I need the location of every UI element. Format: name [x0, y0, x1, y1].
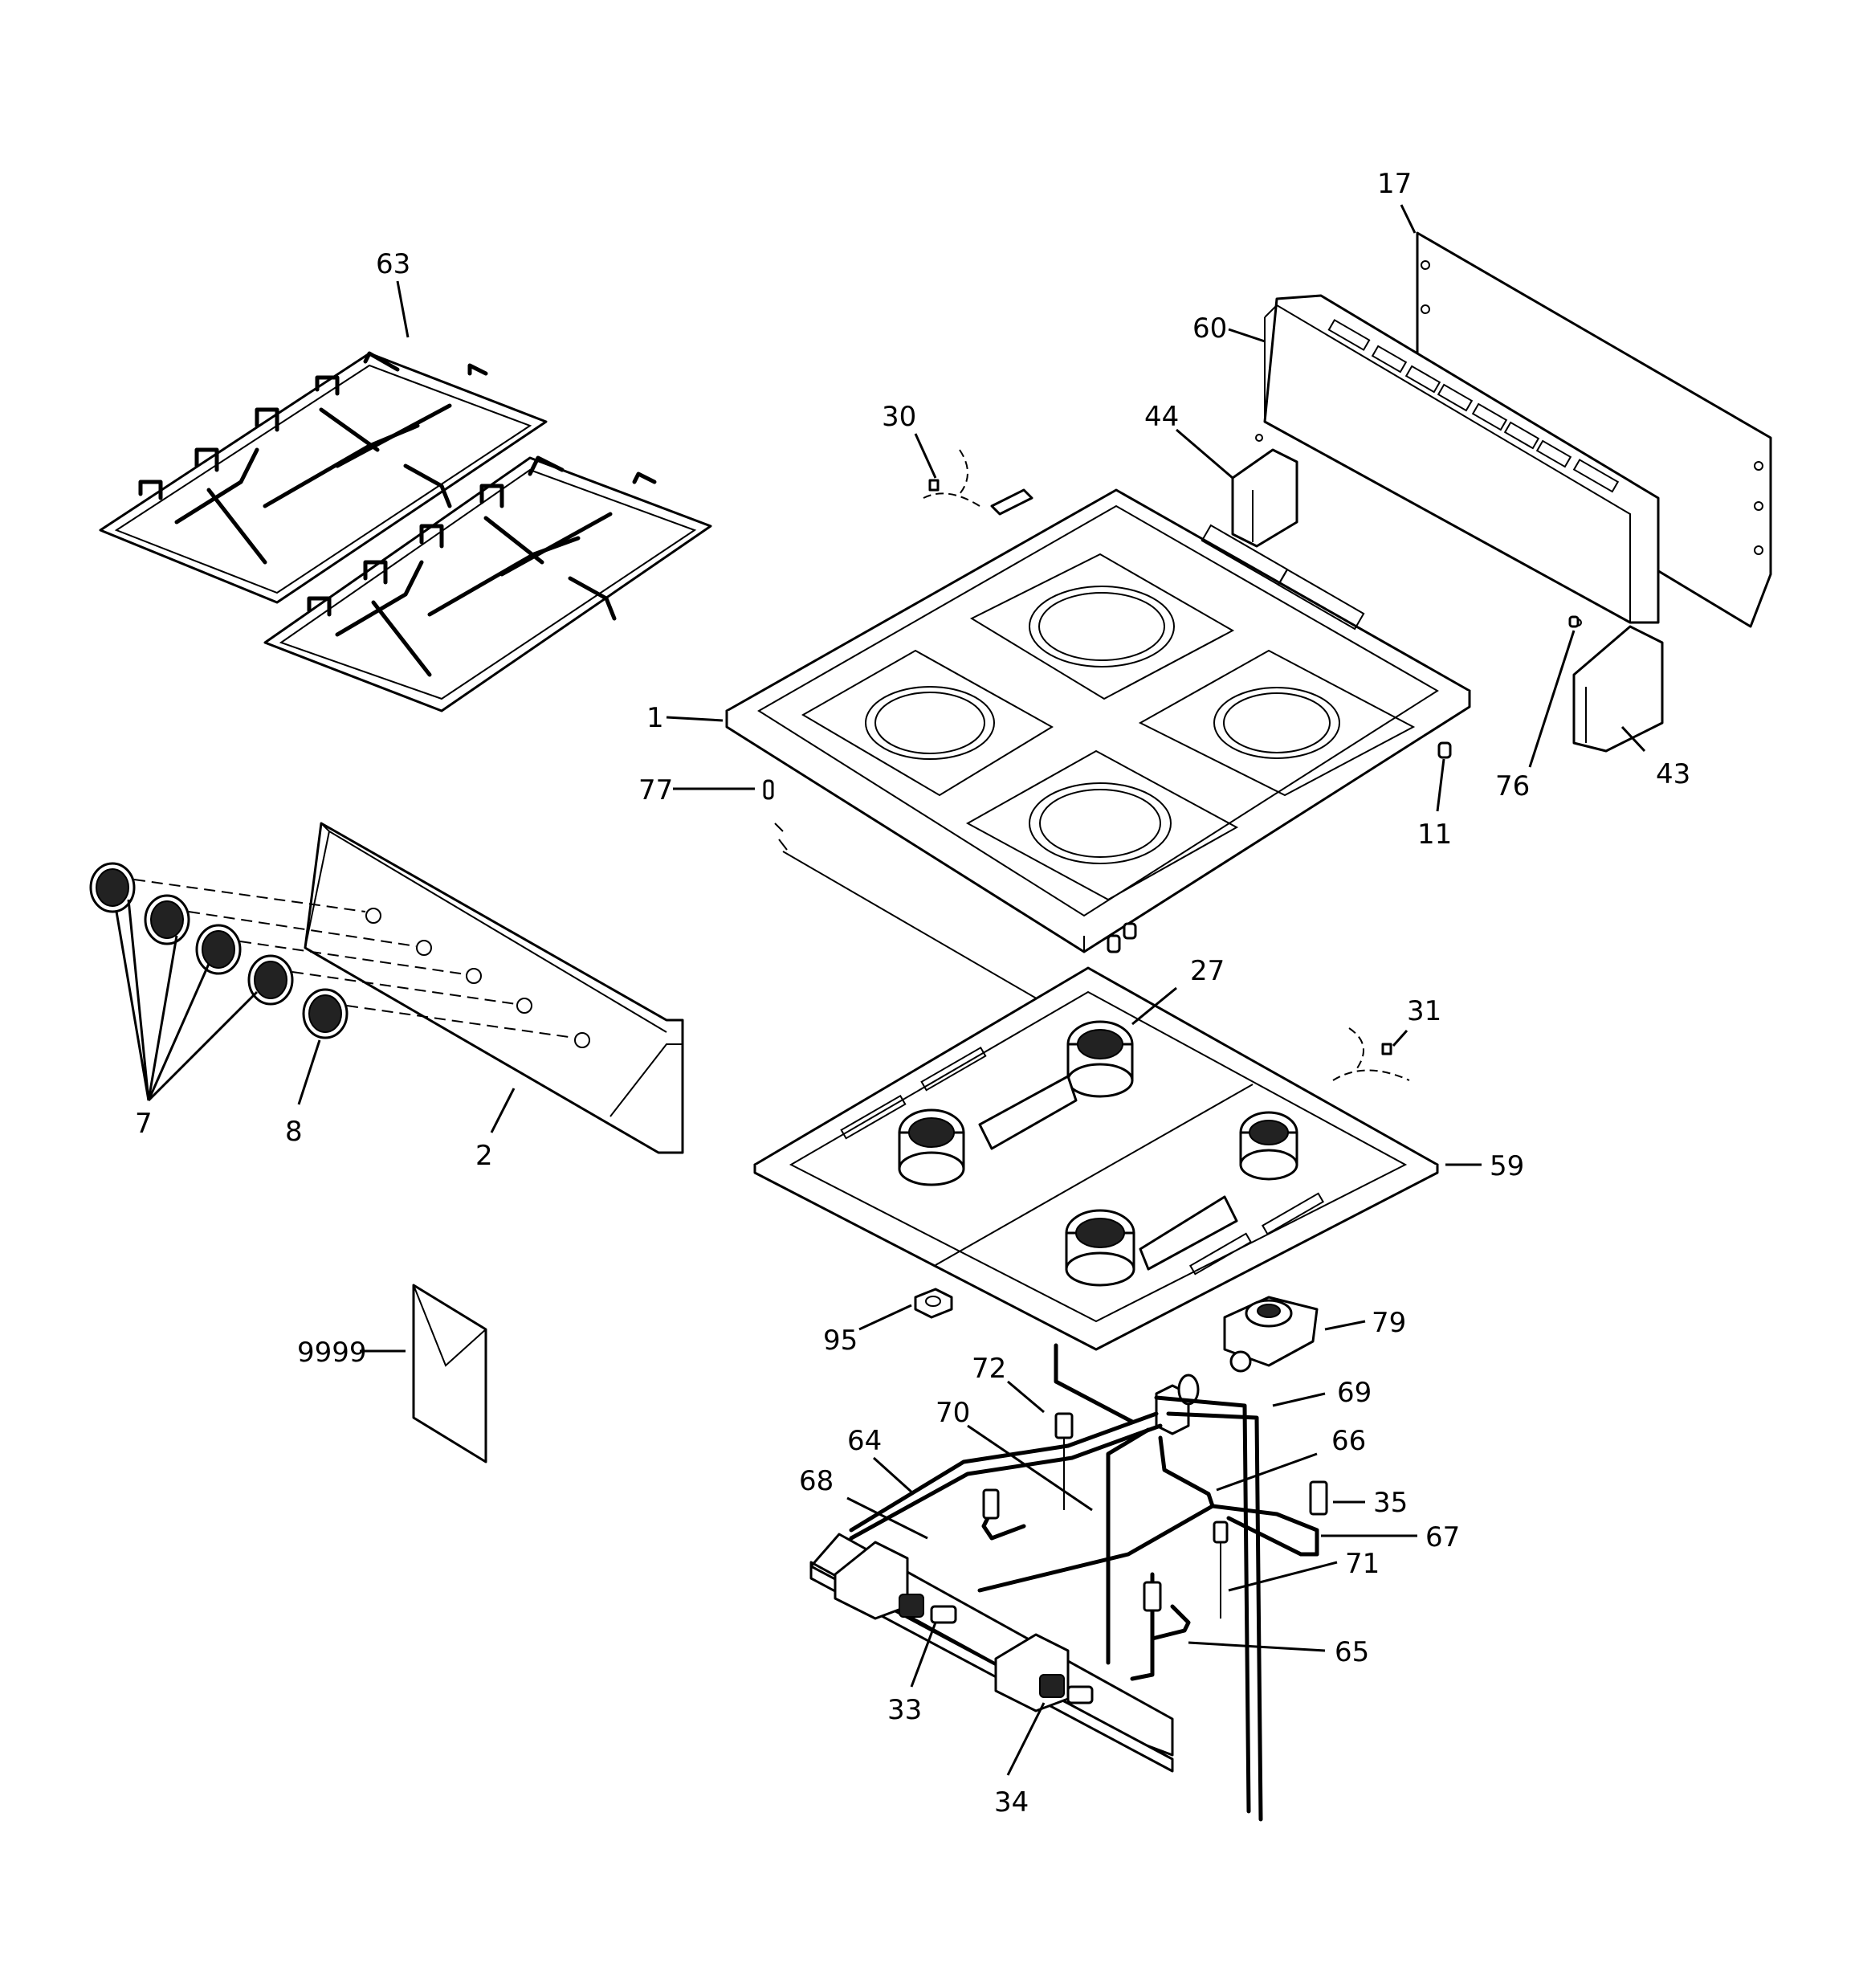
- part-43-end-bracket: [1572, 618, 1664, 753]
- part-77-screw: [763, 779, 1061, 1013]
- callout-43: 43: [1656, 758, 1690, 790]
- knob: [89, 862, 136, 913]
- callout-17: 17: [1377, 168, 1412, 200]
- callout-27: 27: [1190, 955, 1225, 987]
- part-95-nut: [914, 1288, 953, 1319]
- gas-manifold-tubing: [809, 1343, 1328, 1822]
- part-63-grates: [99, 351, 712, 712]
- part-11-screw: [1107, 741, 1452, 953]
- callout-64: 64: [847, 1425, 882, 1457]
- callout-76: 76: [1495, 770, 1530, 802]
- callout-7: 7: [135, 1108, 153, 1140]
- callout-59: 59: [1490, 1150, 1524, 1182]
- leader-lines: [115, 204, 1646, 1776]
- callout-31: 31: [1407, 995, 1441, 1027]
- part-44-end-bracket: [1231, 434, 1298, 548]
- knob-to-panel-dash-lines: [133, 879, 575, 1039]
- callout-44: 44: [1144, 401, 1179, 433]
- burner-27: [1066, 1020, 1134, 1098]
- part-60-backguard: [1263, 294, 1660, 624]
- fitting: [1143, 1581, 1162, 1612]
- burner-front: [1065, 1209, 1135, 1287]
- fitting: [982, 1488, 1000, 1520]
- callout-79: 79: [1372, 1307, 1406, 1339]
- burner-well-left: [801, 649, 1054, 797]
- part-79-regulator: [1223, 1296, 1319, 1373]
- callout-33: 33: [887, 1694, 922, 1726]
- callout-67: 67: [1425, 1521, 1460, 1553]
- part-76-screw: [1568, 615, 1580, 628]
- burner-well-front: [965, 749, 1239, 901]
- callout-77: 77: [638, 774, 673, 806]
- callout-30: 30: [882, 401, 916, 433]
- part-35-fitting: [1309, 1480, 1328, 1516]
- fitting: [1054, 1412, 1074, 1439]
- part-1-cooktop: [725, 488, 1471, 953]
- callout-65: 65: [1335, 1636, 1369, 1668]
- part-31-clip: [1332, 1027, 1410, 1081]
- part-33-valve: [899, 1594, 957, 1624]
- callout-9999: 9999: [297, 1337, 367, 1369]
- callout-8: 8: [285, 1116, 303, 1148]
- burner-well-rear: [969, 553, 1235, 700]
- callout-72: 72: [972, 1353, 1006, 1385]
- burner-right: [1239, 1111, 1298, 1181]
- knob: [144, 894, 190, 945]
- part-59-burner-box: [753, 966, 1439, 1351]
- callout-labels: 17 63 60 44 30 1 77 11 76 43 27 31 7 8 2…: [135, 168, 1690, 1819]
- callout-63: 63: [376, 248, 410, 280]
- callout-95: 95: [823, 1325, 858, 1357]
- part-7-knobs: [89, 862, 294, 1006]
- knob: [195, 924, 242, 975]
- part-9999-literature: [412, 1284, 487, 1463]
- callout-34: 34: [994, 1786, 1029, 1819]
- callout-69: 69: [1337, 1377, 1372, 1409]
- part-8-knob: [302, 988, 349, 1039]
- part-34-valve: [1039, 1674, 1094, 1704]
- callout-60: 60: [1192, 312, 1227, 345]
- part-2-control-panel: [304, 822, 684, 1154]
- fitting: [1213, 1521, 1229, 1544]
- burner-well-right: [1138, 649, 1416, 797]
- knob: [247, 954, 294, 1006]
- callout-11: 11: [1417, 818, 1452, 851]
- callout-66: 66: [1331, 1425, 1366, 1457]
- burner-left: [898, 1108, 965, 1186]
- callout-1: 1: [646, 702, 664, 734]
- callout-68: 68: [799, 1465, 834, 1497]
- callout-2: 2: [475, 1140, 493, 1172]
- callout-71: 71: [1345, 1548, 1380, 1580]
- callout-70: 70: [936, 1397, 970, 1429]
- callout-35: 35: [1373, 1487, 1408, 1519]
- part-30-clip: [923, 449, 1033, 516]
